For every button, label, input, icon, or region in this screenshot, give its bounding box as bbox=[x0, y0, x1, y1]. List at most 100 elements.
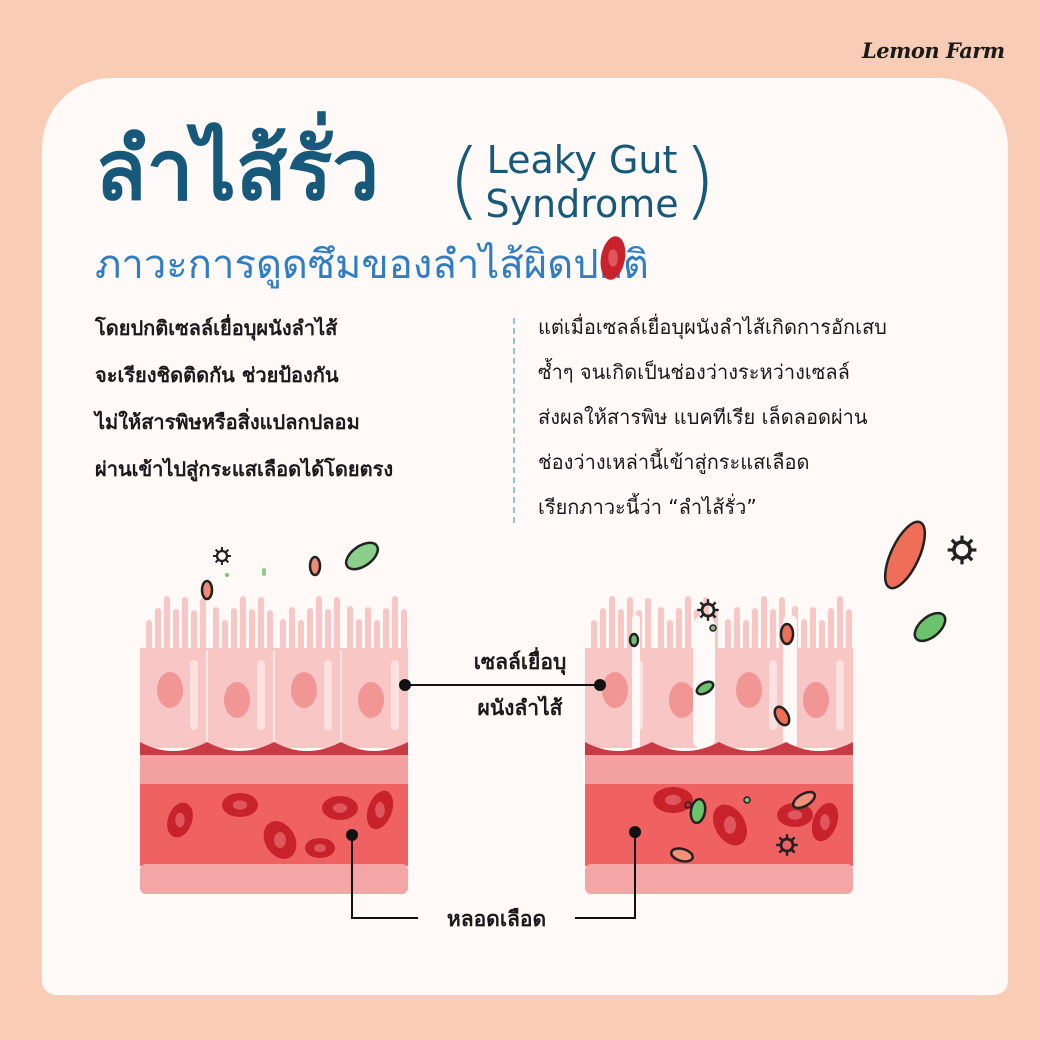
virus-spike bbox=[966, 538, 974, 546]
microvillus bbox=[819, 620, 825, 655]
brand-logo: Lemon Farm bbox=[862, 38, 1005, 63]
red-blood-cell-center bbox=[332, 803, 348, 813]
text-line: ช่องว่างเหล่านี้เข้าสู่กระแสเลือด bbox=[538, 450, 810, 474]
microvillus bbox=[761, 596, 767, 655]
microvillus bbox=[837, 596, 843, 655]
microvillus bbox=[249, 609, 255, 655]
microvillus bbox=[267, 610, 273, 655]
microvillus bbox=[392, 596, 398, 655]
cell-highlight bbox=[257, 660, 265, 730]
bacteria-icon bbox=[791, 790, 817, 810]
microvillus bbox=[600, 608, 606, 655]
cell-nucleus bbox=[669, 682, 695, 718]
dashed-divider bbox=[513, 318, 515, 523]
microvillus bbox=[618, 609, 624, 655]
microvillus bbox=[734, 607, 740, 655]
bacteria-icon bbox=[308, 555, 322, 577]
microvillus bbox=[374, 620, 380, 655]
red-blood-cell-center bbox=[787, 810, 803, 820]
text-line: ไม่ให้สารพิษหรือสิ่งแปลกปลอม bbox=[95, 410, 360, 434]
red-blood-cell-center bbox=[375, 802, 385, 818]
red-blood-cell-center bbox=[232, 800, 248, 810]
text-line: จะเรียงชิดติดกัน ช่วยป้องกัน bbox=[95, 363, 339, 387]
bacteria-icon bbox=[883, 520, 927, 590]
virus-spike bbox=[790, 836, 796, 842]
red-blood-cell-center bbox=[314, 844, 326, 852]
normal-description: โดยปกติเซลล์เยื่อบุผนังลำไส้ จะเรียงชิดต… bbox=[95, 305, 393, 493]
microvillus bbox=[155, 608, 161, 655]
english-title-line2: Syndrome bbox=[485, 182, 679, 226]
open-paren: ( bbox=[448, 131, 481, 229]
microvillus bbox=[685, 596, 691, 655]
cell-nucleus bbox=[803, 682, 829, 718]
virus-spike bbox=[699, 601, 705, 607]
connective-tissue bbox=[585, 864, 853, 894]
microvillus bbox=[173, 609, 179, 655]
cell-highlight bbox=[391, 660, 399, 730]
connector-dot bbox=[594, 679, 606, 691]
microvillus bbox=[307, 608, 313, 655]
red-blood-cell-center bbox=[608, 249, 618, 267]
virus-spike bbox=[950, 538, 958, 546]
virus-spike bbox=[950, 554, 958, 562]
red-blood-cell-center bbox=[820, 814, 830, 830]
red-blood-cell-center bbox=[175, 812, 185, 828]
healthy-intestine-illustration bbox=[140, 596, 408, 894]
virus-spike bbox=[711, 601, 717, 607]
cell-nucleus bbox=[291, 672, 317, 708]
microvillus bbox=[676, 608, 682, 655]
microvillus bbox=[770, 609, 776, 655]
microvillus bbox=[725, 619, 731, 655]
red-blood-cell-center bbox=[274, 832, 286, 848]
cell-nucleus bbox=[224, 682, 250, 718]
connective-tissue bbox=[140, 755, 408, 787]
red-blood-cell-center bbox=[665, 794, 681, 806]
virus-spike bbox=[214, 548, 220, 554]
cell-highlight bbox=[324, 660, 332, 730]
connector-line bbox=[575, 832, 636, 919]
connector-dot bbox=[399, 679, 411, 691]
bacteria-icon bbox=[670, 847, 694, 863]
virus-spike bbox=[224, 548, 230, 554]
leaky-intestine-illustration bbox=[585, 236, 853, 894]
basement-membrane bbox=[585, 742, 853, 757]
connector-dot bbox=[629, 826, 641, 838]
particle bbox=[684, 801, 692, 809]
connector-dots bbox=[346, 679, 641, 841]
microvillus bbox=[231, 608, 237, 655]
microvillus bbox=[365, 607, 371, 655]
microvillus bbox=[347, 606, 353, 655]
microvillus bbox=[846, 609, 852, 655]
cell-highlight bbox=[190, 660, 198, 730]
text-line: ผ่านเข้าไปสู่กระแสเลือดได้โดยตรง bbox=[95, 457, 394, 481]
cell-nucleus bbox=[602, 672, 628, 708]
microvillus bbox=[316, 596, 322, 655]
cell-highlight bbox=[836, 660, 844, 730]
microvillus bbox=[240, 596, 246, 655]
microvillus bbox=[743, 620, 749, 655]
microvillus bbox=[222, 620, 228, 655]
microvillus bbox=[383, 608, 389, 655]
microvillus bbox=[298, 620, 304, 655]
bacteria-icon bbox=[689, 797, 707, 825]
particle bbox=[262, 568, 266, 576]
bacteria-icon bbox=[344, 541, 380, 571]
red-blood-cell-center bbox=[724, 816, 736, 834]
microvillus bbox=[667, 620, 673, 655]
cell-nucleus bbox=[358, 682, 384, 718]
virus-spike bbox=[790, 848, 796, 854]
subtitle: ภาวะการดูดซึมของลำไส้ผิดปกติ bbox=[95, 242, 649, 288]
microvillus bbox=[609, 596, 615, 655]
microvillus bbox=[191, 610, 197, 655]
virus-icon bbox=[215, 549, 229, 563]
bacteria-icon bbox=[913, 611, 947, 643]
microvillus bbox=[752, 608, 758, 655]
label-epithelial-line2: ผนังลำไส้ bbox=[477, 696, 563, 720]
microvillus bbox=[258, 597, 264, 655]
label-connectors bbox=[351, 684, 636, 919]
connector-line bbox=[351, 835, 418, 919]
text-line: เรียกภาวะนี้ว่า “ลำไส้รั่ว” bbox=[538, 495, 757, 519]
microvillus bbox=[182, 597, 188, 655]
cell-gap bbox=[632, 615, 640, 750]
